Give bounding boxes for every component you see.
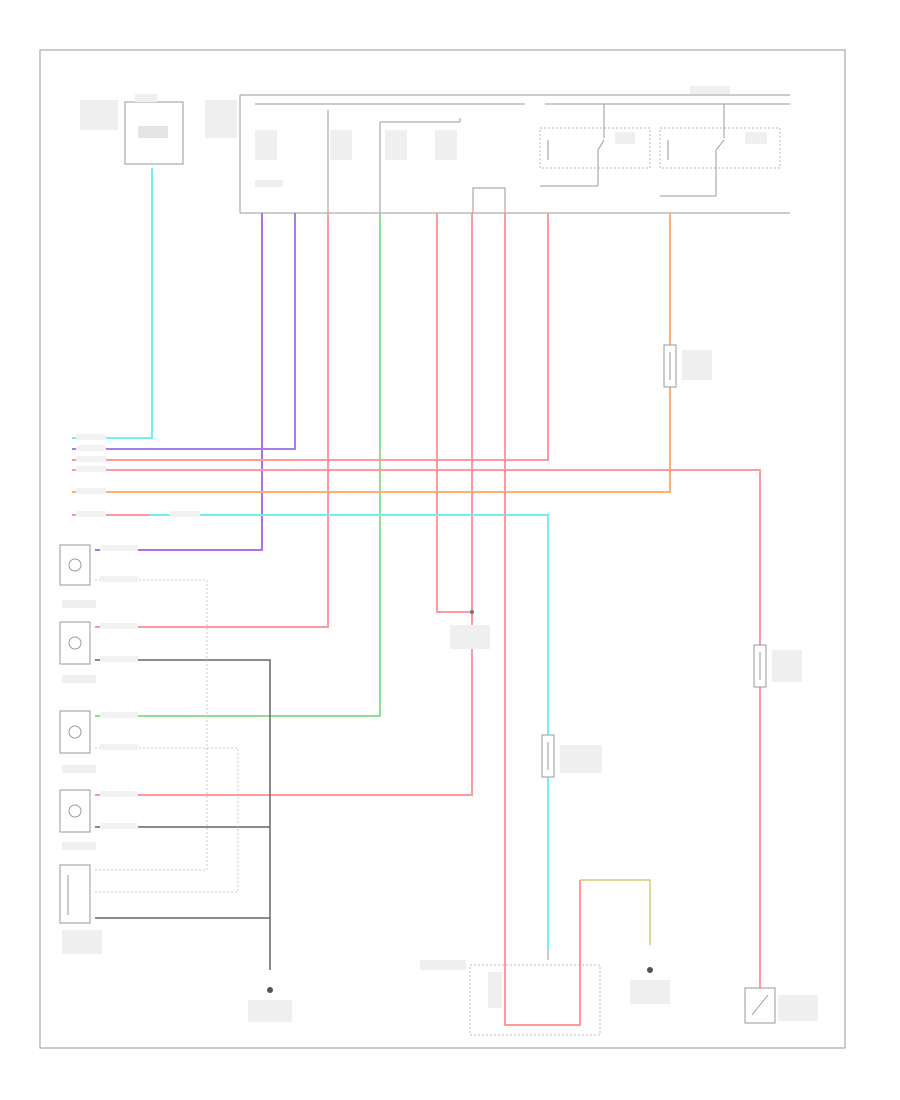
hot-at-all-times-label xyxy=(690,86,730,94)
left-headlamp-hi xyxy=(59,710,96,773)
wires-vertical xyxy=(72,168,761,1026)
wire-orange-fuse xyxy=(72,213,671,493)
component-subtitle-block xyxy=(135,94,157,102)
fuse-red-right xyxy=(753,644,802,688)
wire-red-right-switch xyxy=(72,469,761,988)
wire-red-connector xyxy=(436,213,472,613)
fuse-label-left-hi xyxy=(385,130,407,160)
component-title-block xyxy=(80,100,118,130)
connector-node xyxy=(450,610,490,649)
fuse-label-left-headlamp xyxy=(255,130,277,160)
fuse-label-bottom xyxy=(255,180,283,187)
wire-green-left-hi xyxy=(95,213,381,717)
ground-symbols xyxy=(248,967,670,1022)
wire-cyan-low xyxy=(150,514,549,950)
right-headlamp xyxy=(59,621,96,683)
wire-red-right-headlamp xyxy=(95,213,329,628)
left-headlamp xyxy=(59,544,96,608)
junction-box-title-block xyxy=(205,100,237,138)
wire-black-ground xyxy=(95,659,271,970)
dashed-wires xyxy=(95,579,239,893)
junction-box-top xyxy=(205,86,790,214)
right-headlamp-hi xyxy=(59,789,96,850)
dimmer-relay xyxy=(539,104,651,187)
wire-violet-headlamp xyxy=(95,213,263,551)
wire-red-bus-1 xyxy=(72,213,549,461)
wire-violet-blue xyxy=(72,213,296,450)
relay-label-block xyxy=(138,126,168,138)
wire-yellow xyxy=(580,879,651,945)
headlamp-switch xyxy=(59,864,102,954)
right-indicator-switch xyxy=(744,987,818,1024)
relay-box-left xyxy=(80,94,184,165)
fuse-orange xyxy=(663,344,712,388)
headlamp-relay xyxy=(659,104,781,197)
combination-switch xyxy=(420,950,601,1036)
fuse-label-right-hi xyxy=(435,130,457,160)
fuse-cyan xyxy=(541,734,602,778)
wire-red-right-hi xyxy=(95,213,473,796)
headlamps xyxy=(59,544,102,954)
wire-cyan-left xyxy=(72,168,153,439)
diagram-frame xyxy=(39,49,846,1049)
wire-tags xyxy=(76,434,200,829)
wire-red-bottom-switch xyxy=(504,213,581,1026)
fuse-label-right-headlamp xyxy=(330,130,352,160)
